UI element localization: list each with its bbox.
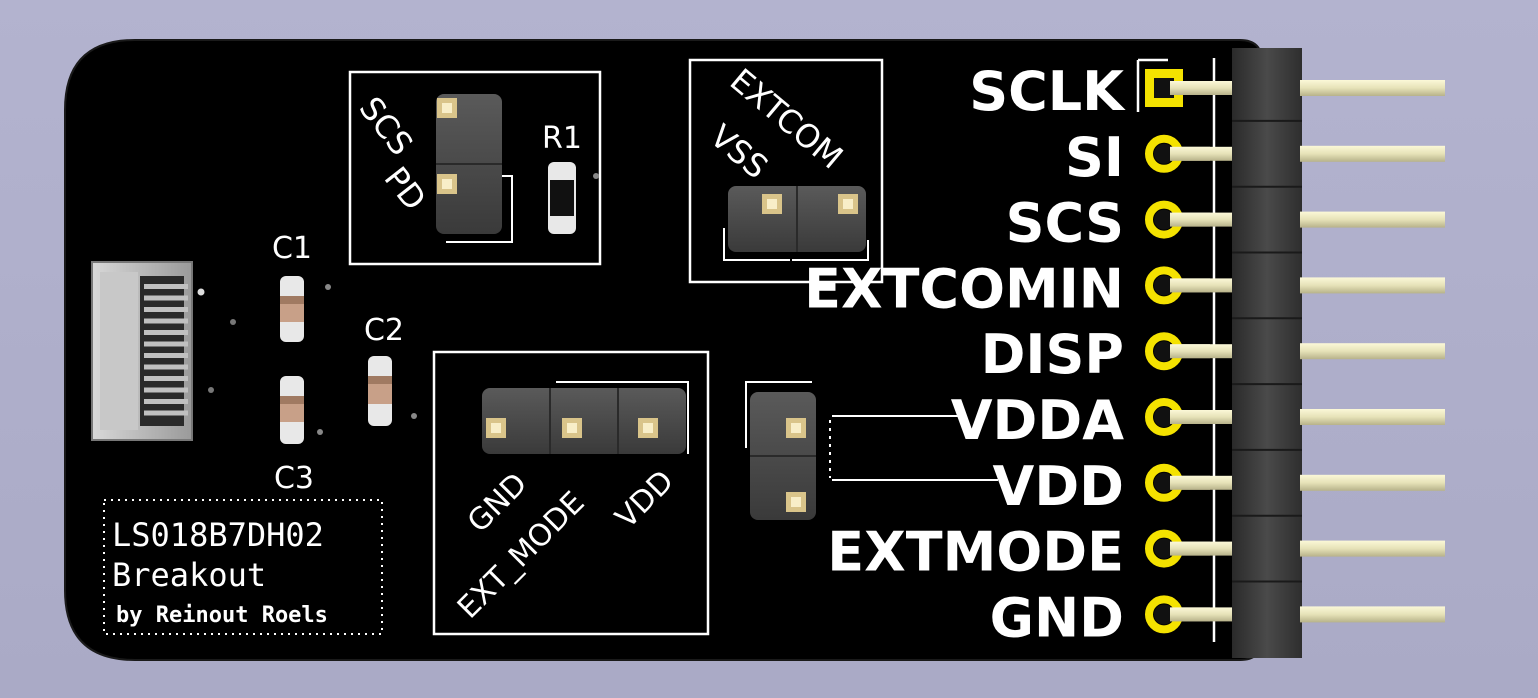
fpc-contact [144,364,188,370]
pin-label-extcomin: EXTCOMIN [804,257,1124,320]
pin-label-gnd: GND [990,586,1124,649]
fpc-contact [144,399,188,404]
resistor-r1 [548,162,599,234]
fpc-contact [144,284,188,289]
fpc-contact [144,330,188,335]
label-c1: C1 [272,231,312,266]
label-c2: C2 [364,313,404,348]
pin-label-sclk: SCLK [969,60,1126,123]
board-author: by Reinout Roels [116,603,328,628]
header-pin-si [1300,145,1445,162]
pin-label-scs: SCS [1006,192,1124,255]
pin-label-vdda: VDDA [951,389,1124,452]
header-pin-vdd [1300,474,1445,491]
header-pin-sclk [1300,80,1445,96]
header-pin-gnd [1300,606,1445,623]
pin-label-extmode: EXTMODE [827,521,1124,584]
header-pin-vdda [1300,409,1445,425]
capacitor-c1 [280,276,331,342]
fpc-contact [144,387,188,393]
header-body [1232,48,1302,658]
title-block: LS018B7DH02 Breakout by Reinout Roels [103,499,383,635]
fpc-contact [144,318,188,324]
fpc-connector [91,261,236,441]
header-pin-extcomin [1300,277,1445,294]
board-title: LS018B7DH02 [112,516,324,554]
fpc-contact [144,376,188,381]
jumper-vdda-vdd [745,381,998,520]
fpc-contact [144,410,188,416]
fpc-contact [144,341,188,347]
header-pin-disp [1300,343,1445,360]
fpc-contact [144,353,188,358]
label-c3: C3 [274,461,314,496]
pin-label-disp: DISP [981,323,1124,386]
board-subtitle: Breakout [112,556,266,594]
capacitor-c2 [368,356,417,426]
label-r1: R1 [542,121,582,156]
pin-label-vdd: VDD [993,455,1124,518]
pin-label-si: SI [1065,126,1124,189]
fpc-contact [144,307,188,312]
header-pin-extmode [1300,540,1445,557]
header-pin-scs [1300,211,1445,228]
fpc-contacts [144,284,188,416]
capacitor-c3 [280,376,323,444]
fpc-contact [144,295,188,301]
